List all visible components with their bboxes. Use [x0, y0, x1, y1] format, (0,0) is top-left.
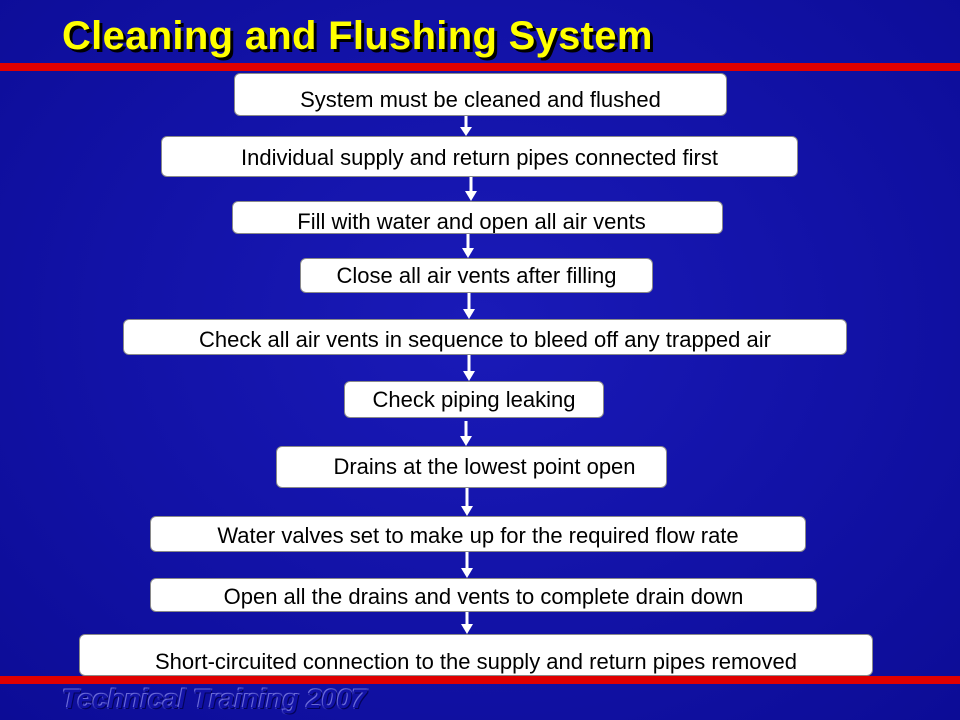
arrow-down-icon [460, 116, 472, 136]
title-divider [0, 63, 960, 71]
step-1-box: System must be cleaned and flushed [234, 73, 727, 116]
slide-title: Cleaning and Flushing System [62, 14, 653, 58]
arrow-down-icon [463, 355, 475, 381]
arrow-down-icon [463, 293, 475, 319]
step-3-box: Fill with water and open all air vents [232, 201, 723, 234]
step-5-label: Check all air vents in sequence to bleed… [199, 327, 771, 352]
step-4-box: Close all air vents after filling [300, 258, 653, 293]
step-5-box: Check all air vents in sequence to bleed… [123, 319, 847, 355]
step-4-label: Close all air vents after filling [336, 262, 617, 288]
step-2-box: Individual supply and return pipes conne… [161, 136, 798, 177]
step-7-label: Drains at the lowest point open [333, 454, 636, 479]
step-6-label: Check piping leaking [372, 386, 576, 412]
arrow-down-icon [461, 612, 473, 634]
step-10-label: Short-circuited connection to the supply… [154, 649, 798, 674]
arrow-down-icon [465, 177, 477, 201]
step-2-label: Individual supply and return pipes conne… [241, 144, 718, 170]
arrow-down-icon [461, 488, 473, 516]
step-3-label: Fill with water and open all air vents [297, 208, 646, 234]
arrow-down-icon [461, 552, 473, 578]
step-9-label: Open all the drains and vents to complet… [223, 584, 744, 609]
step-8-label: Water valves set to make up for the requ… [217, 523, 739, 548]
footer-divider [0, 676, 960, 684]
step-1-label: System must be cleaned and flushed [300, 86, 661, 112]
step-6-box: Check piping leaking [344, 381, 604, 418]
arrow-down-icon [462, 234, 474, 258]
step-8-box: Water valves set to make up for the requ… [150, 516, 806, 552]
step-9-box: Open all the drains and vents to complet… [150, 578, 817, 612]
footer-text: Technical Training 2007 [62, 684, 367, 714]
arrow-down-icon [460, 421, 472, 446]
step-7-box: Drains at the lowest point open [276, 446, 667, 488]
step-10-box: Short-circuited connection to the supply… [79, 634, 873, 676]
